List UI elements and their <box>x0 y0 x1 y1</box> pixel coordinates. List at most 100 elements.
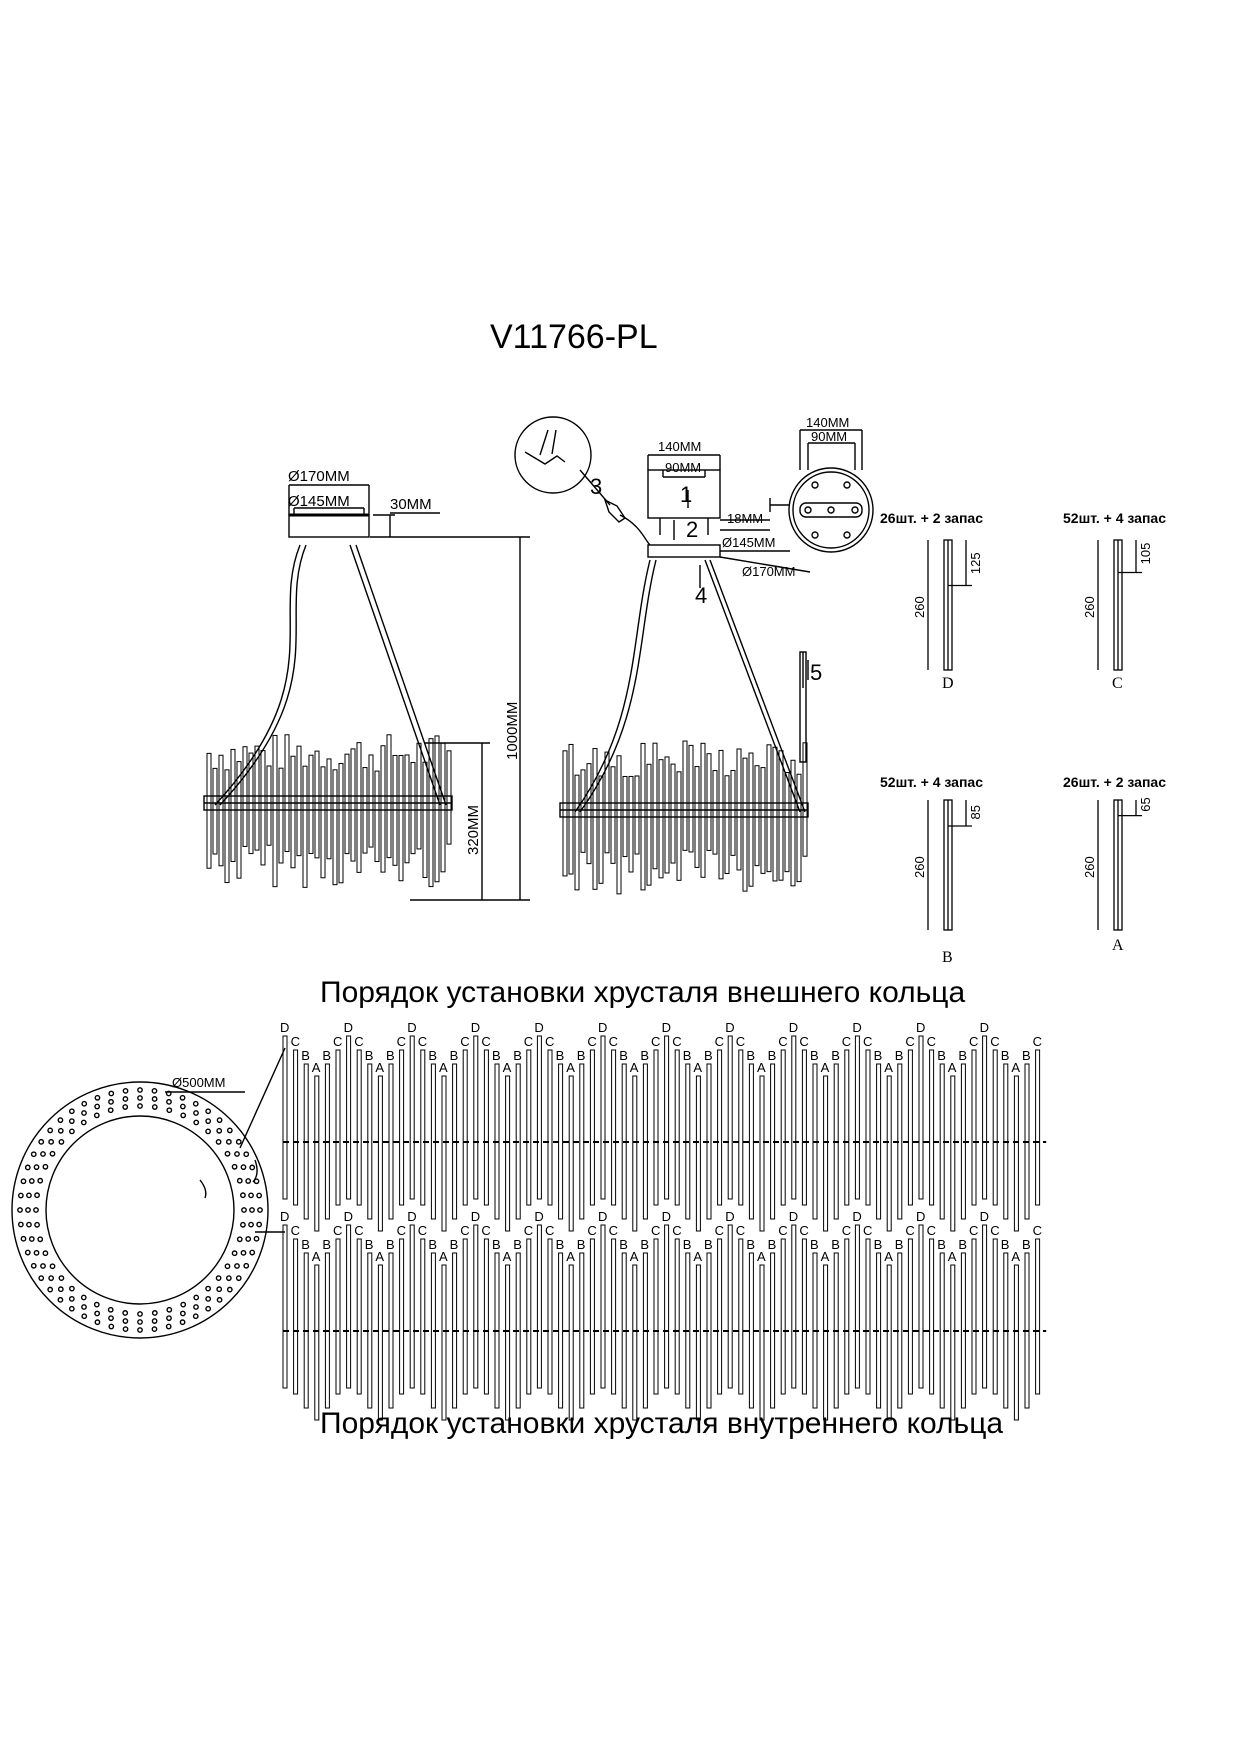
step-1: 1 <box>680 482 692 507</box>
sequence-letter: C <box>291 1223 300 1238</box>
sequence-letter: A <box>884 1060 893 1075</box>
sequence-letter: D <box>916 1020 925 1035</box>
left-crystal-rods <box>206 734 452 888</box>
crystal-rod <box>526 1238 532 1395</box>
crystal-rod <box>420 1049 426 1206</box>
crystal-rod <box>399 1238 405 1395</box>
crystal-rod <box>600 1224 606 1389</box>
sequence-letter: B <box>513 1237 522 1252</box>
crystal-rod <box>473 1224 479 1389</box>
sequence-letter: C <box>460 1223 469 1238</box>
crystal-rod <box>248 752 254 855</box>
sequence-letter: C <box>778 1034 787 1049</box>
sequence-letter: A <box>375 1249 384 1264</box>
dim-w90-top: 90MM <box>811 429 847 444</box>
sequence-letter: A <box>821 1060 830 1075</box>
crystal-rod <box>717 1049 723 1206</box>
sequence-letter: B <box>577 1237 586 1252</box>
sequence-letter: D <box>471 1209 480 1224</box>
crystal-rod <box>356 742 362 873</box>
crystal-rod <box>717 1238 723 1395</box>
crystal-rod <box>634 775 640 855</box>
wiring-detail <box>514 416 592 494</box>
crystal-rod <box>284 734 290 853</box>
dim-18: 18MM <box>727 511 763 526</box>
crystal-rod <box>611 1049 617 1206</box>
sequence-letter: A <box>693 1249 702 1264</box>
crystal-rod <box>700 742 706 878</box>
crystal-rod <box>399 1049 405 1206</box>
crystal-rod <box>706 753 712 851</box>
sequence-letter: A <box>693 1060 702 1075</box>
crystal-rod <box>736 748 742 871</box>
sequence-letter: C <box>863 1223 872 1238</box>
step-3: 3 <box>590 474 602 499</box>
sequence-letter: A <box>503 1249 512 1264</box>
crystal-rod <box>727 1224 733 1389</box>
crystal-rod <box>242 746 248 847</box>
sequence-letter: D <box>662 1020 671 1035</box>
crystal-rod <box>664 1224 670 1389</box>
crystal-rod <box>254 745 260 851</box>
crystal-rod <box>1013 1264 1019 1421</box>
sequence-letter: C <box>905 1034 914 1049</box>
canopy-plate-top-view <box>769 429 874 553</box>
inner-ring-sequence: DCBABCDCBABCDCBABCDCBABCDCBABCDCBABCDCBA… <box>280 1209 1047 1421</box>
sequence-letter: D <box>852 1020 861 1035</box>
crystal-rod <box>695 1075 701 1232</box>
crystal-rod <box>682 740 688 851</box>
crystal-rod <box>611 1238 617 1395</box>
sequence-letter: C <box>418 1223 427 1238</box>
crystal-rod <box>676 771 682 881</box>
sequence-letter: B <box>492 1237 501 1252</box>
crystal-rod <box>640 742 646 891</box>
sequence-letter: C <box>799 1034 808 1049</box>
sequence-letter: D <box>534 1209 543 1224</box>
sequence-letter: B <box>746 1048 755 1063</box>
dim-d170-left: Ø170MM <box>288 468 350 485</box>
crystal-rod <box>759 1075 765 1232</box>
dim-w90-mid: 90MM <box>665 460 701 475</box>
crystal-rod <box>1035 1049 1041 1206</box>
sequence-letter: B <box>365 1237 374 1252</box>
crystal-rod <box>992 1238 998 1395</box>
sequence-letter: B <box>937 1048 946 1063</box>
crystal-rod <box>738 1049 744 1206</box>
sequence-letter: C <box>354 1034 363 1049</box>
sequence-letter: B <box>322 1048 331 1063</box>
crystal-rod <box>664 1035 670 1200</box>
dim-w140-mid: 140MM <box>658 439 701 454</box>
mounting-bracket <box>647 469 721 519</box>
crystal-rod <box>422 761 428 878</box>
crystal-rod <box>536 1035 542 1200</box>
step-5: 5 <box>810 660 822 685</box>
crystal-offset-a: 65 <box>1138 797 1153 811</box>
crystal-rod <box>664 756 670 874</box>
crystal-rod <box>326 758 332 860</box>
sequence-letter: B <box>1001 1237 1010 1252</box>
crystal-rod <box>266 765 272 846</box>
crystal-rod <box>388 1252 394 1409</box>
crystal-rod <box>409 1035 415 1200</box>
crystal-rod <box>801 1238 807 1395</box>
dim-d170-mid: Ø170MM <box>742 564 795 579</box>
sequence-letter: C <box>672 1223 681 1238</box>
crystal-rod <box>632 1264 638 1421</box>
crystal-length-d: 260 <box>912 596 927 618</box>
crystal-rod <box>416 742 422 850</box>
sequence-letter: C <box>397 1034 406 1049</box>
crystal-rod <box>236 761 242 879</box>
crystal-rod <box>586 763 592 865</box>
dim-w140-top: 140MM <box>806 415 849 430</box>
sequence-letter: C <box>291 1034 300 1049</box>
crystal-rod <box>547 1049 553 1206</box>
crystal-rod <box>346 1035 352 1200</box>
crystal-rod <box>320 766 326 879</box>
sequence-letter: B <box>301 1237 310 1252</box>
sequence-letter: D <box>916 1209 925 1224</box>
sequence-letter: B <box>683 1048 692 1063</box>
crystal-rod <box>434 735 440 883</box>
sequence-letter: B <box>768 1237 777 1252</box>
crystal-rod <box>712 770 718 855</box>
crystal-rod <box>483 1238 489 1395</box>
